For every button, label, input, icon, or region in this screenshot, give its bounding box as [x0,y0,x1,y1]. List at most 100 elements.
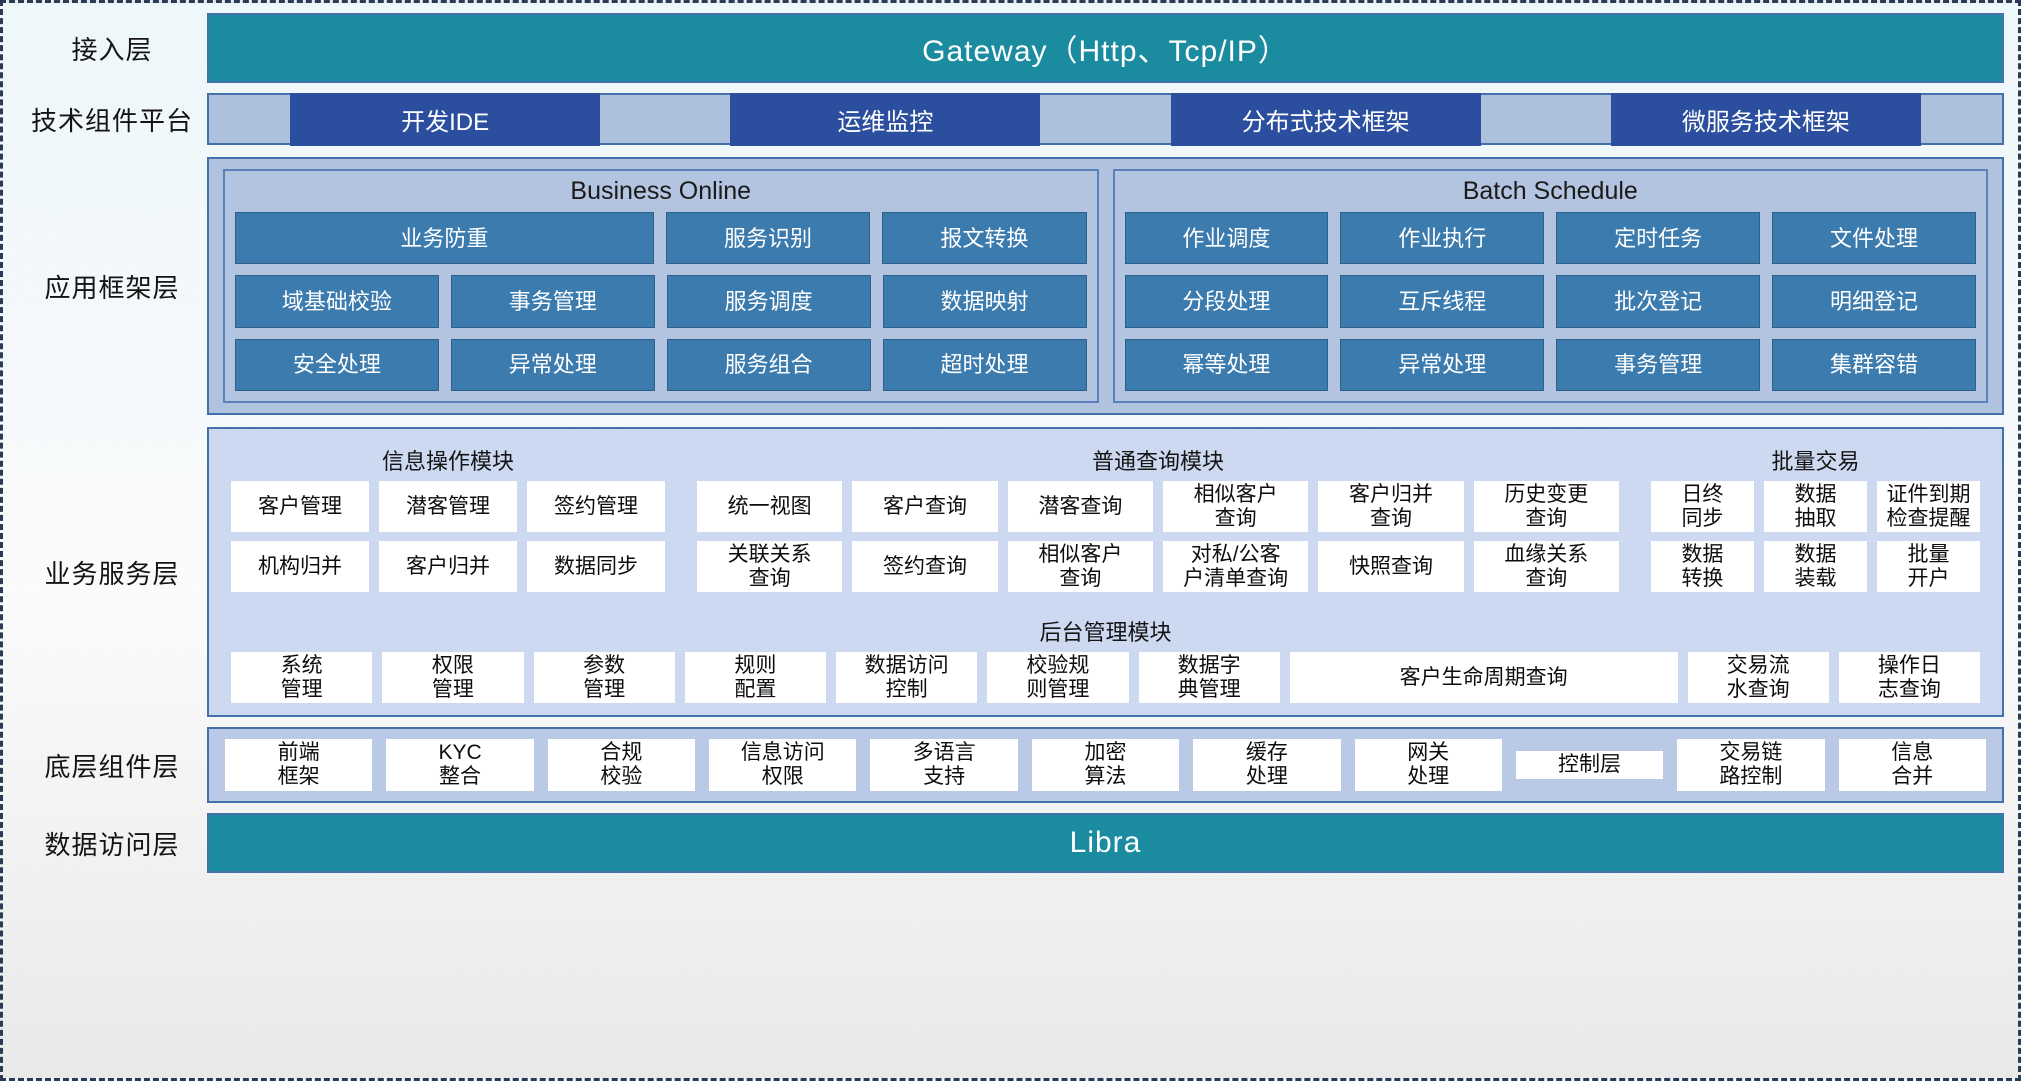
base-component-8[interactable]: 控制层 [1515,751,1664,779]
base-component-2[interactable]: 合规校验 [547,739,696,791]
biz-cell-query-0-1[interactable]: 客户查询 [852,481,998,533]
biz-cell-info-0-1[interactable]: 潜客管理 [379,481,517,533]
biz-cell-admin-4[interactable]: 数据访问控制 [836,652,978,704]
biz-cell-query-0-0[interactable]: 统一视图 [697,481,843,533]
biz-cell-batch-0-2[interactable]: 证件到期检查提醒 [1876,481,1980,533]
base-component-6[interactable]: 缓存处理 [1193,739,1341,791]
app-cell-1-1-0[interactable]: 分段处理 [1124,275,1329,328]
biz-cell-query-0-4[interactable]: 客户归并查询 [1318,481,1464,533]
biz-cell-admin-9[interactable]: 操作日志查询 [1838,652,1981,704]
app-cell-1-1-1[interactable]: 互斥线程 [1340,275,1545,328]
biz-cell-batch-1-1[interactable]: 数据装载 [1763,541,1867,593]
biz-cell-query-0-3[interactable]: 相似客户查询 [1163,481,1309,533]
libra-bar: Libra [207,813,2004,873]
biz-line-query-1: 关联关系查询签约查询相似客户查询对私/公客户清单查询快照查询血缘关系查询 [697,541,1619,593]
biz-cell-query-1-4[interactable]: 快照查询 [1318,541,1464,593]
biz-cell-batch-1-2[interactable]: 批量开户 [1876,541,1980,593]
app-cell-1-0-1[interactable]: 作业执行 [1340,212,1545,265]
biz-cell-info-1-2[interactable]: 数据同步 [527,541,665,593]
app-row-0-0: 业务防重服务识别报文转换 [235,212,1087,265]
base-component-5[interactable]: 加密算法 [1031,739,1180,791]
tech-platform-strip: 开发IDE 运维监控 分布式技术框架 微服务技术框架 [207,92,2004,146]
biz-cell-info-1-0[interactable]: 机构归并 [231,541,369,593]
app-group-title-0: Business Online [570,177,752,205]
app-cell-0-0-0[interactable]: 业务防重 [235,212,654,265]
biz-cell-info-0-0[interactable]: 客户管理 [231,481,369,533]
biz-group-batch: 批量交易日终同步数据抽取证件到期检查提醒数据转换数据装载批量开户 [1640,439,1990,601]
layer-row-access: 接入层 Gateway（Http、Tcp/IP） [17,13,2004,83]
app-cell-0-2-1[interactable]: 异常处理 [450,338,655,391]
biz-group-title-query: 普通查询模块 [1091,449,1224,474]
biz-group-admin: 后台管理模块系统管理权限管理参数管理规则配置数据访问控制校验规则管理数据字典管理… [221,610,1990,712]
base-component-3[interactable]: 信息访问权限 [709,739,857,791]
app-cell-0-2-0[interactable]: 安全处理 [235,338,439,391]
tech-item-3[interactable]: 微服务技术框架 [1610,92,1921,146]
biz-cell-admin-3[interactable]: 规则配置 [684,652,826,704]
app-cell-1-1-3[interactable]: 明细登记 [1772,275,1976,328]
biz-line-admin: 系统管理权限管理参数管理规则配置数据访问控制校验规则管理数据字典管理客户生命周期… [231,652,1981,704]
base-component-9[interactable]: 交易链路控制 [1677,739,1825,791]
biz-cell-admin-1[interactable]: 权限管理 [382,652,524,704]
app-cell-0-0-1[interactable]: 服务识别 [665,212,871,265]
app-cell-0-1-1[interactable]: 事务管理 [450,275,655,328]
tech-item-2[interactable]: 分布式技术框架 [1170,92,1481,146]
business-service-panel: 信息操作模块客户管理潜客管理签约管理机构归并客户归并数据同步普通查询模块统一视图… [207,427,2004,717]
app-cell-0-2-3[interactable]: 超时处理 [882,338,1087,391]
biz-line-batch-0: 日终同步数据抽取证件到期检查提醒 [1650,481,1980,533]
base-component-10[interactable]: 信息合并 [1838,739,1986,791]
tech-item-0[interactable]: 开发IDE [290,92,601,146]
app-cell-1-2-1[interactable]: 异常处理 [1340,338,1545,391]
biz-cell-query-0-2[interactable]: 潜客查询 [1007,481,1153,533]
tech-item-1[interactable]: 运维监控 [730,92,1041,146]
layer-label-business-service: 业务服务层 [44,558,180,589]
gateway-bar: Gateway（Http、Tcp/IP） [207,13,2004,83]
app-cell-1-2-3[interactable]: 集群容错 [1772,338,1976,391]
app-row-1-1: 分段处理互斥线程批次登记明细登记 [1124,275,1976,328]
biz-grid-info: 客户管理潜客管理签约管理机构归并客户归并数据同步 [231,481,665,593]
biz-group-query: 普通查询模块统一视图客户查询潜客查询相似客户查询客户归并查询历史变更查询关联关系… [687,439,1629,601]
app-cell-1-0-0[interactable]: 作业调度 [1124,212,1329,265]
biz-cell-query-0-5[interactable]: 历史变更查询 [1473,481,1619,533]
layer-row-business-service: 业务服务层 信息操作模块客户管理潜客管理签约管理机构归并客户归并数据同步普通查询… [17,427,2004,717]
app-cell-0-1-3[interactable]: 数据映射 [882,275,1087,328]
base-component-0[interactable]: 前端框架 [225,739,373,791]
biz-cell-query-1-2[interactable]: 相似客户查询 [1007,541,1153,593]
base-component-7[interactable]: 网关处理 [1354,739,1502,791]
biz-cell-admin-8[interactable]: 交易流水查询 [1687,652,1829,704]
app-cell-1-0-2[interactable]: 定时任务 [1556,212,1761,265]
biz-cell-query-1-5[interactable]: 血缘关系查询 [1473,541,1619,593]
app-cell-1-0-3[interactable]: 文件处理 [1772,212,1976,265]
biz-group-info: 信息操作模块客户管理潜客管理签约管理机构归并客户归并数据同步 [221,439,676,601]
layer-label-base-component: 底层组件层 [44,751,180,782]
app-cell-1-1-2[interactable]: 批次登记 [1556,275,1761,328]
app-cell-1-2-0[interactable]: 幂等处理 [1124,338,1329,391]
app-cell-0-0-2[interactable]: 报文转换 [882,212,1087,265]
biz-cell-info-0-2[interactable]: 签约管理 [527,481,665,533]
biz-cell-info-1-1[interactable]: 客户归并 [379,541,517,593]
base-component-4[interactable]: 多语言支持 [870,739,1018,791]
app-cell-0-2-2[interactable]: 服务组合 [666,338,871,391]
app-cell-0-1-2[interactable]: 服务调度 [666,275,871,328]
biz-cell-batch-0-0[interactable]: 日终同步 [1650,481,1754,533]
app-cell-0-1-0[interactable]: 域基础校验 [235,275,439,328]
biz-cell-admin-6[interactable]: 数据字典管理 [1138,652,1280,704]
biz-cell-batch-1-0[interactable]: 数据转换 [1650,541,1754,593]
layer-label-access: 接入层 [71,34,153,65]
biz-grid-batch: 日终同步数据抽取证件到期检查提醒数据转换数据装载批量开户 [1650,481,1980,593]
app-cell-1-2-2[interactable]: 事务管理 [1556,338,1761,391]
layer-label-app-framework: 应用框架层 [44,272,180,303]
biz-cell-query-1-0[interactable]: 关联关系查询 [697,541,843,593]
biz-cell-admin-5[interactable]: 校验规则管理 [987,652,1129,704]
biz-cell-batch-0-1[interactable]: 数据抽取 [1763,481,1867,533]
biz-line-batch-1: 数据转换数据装载批量开户 [1650,541,1980,593]
biz-cell-admin-7[interactable]: 客户生命周期查询 [1289,652,1678,704]
biz-cell-admin-2[interactable]: 参数管理 [533,652,675,704]
biz-cell-admin-0[interactable]: 系统管理 [231,652,373,704]
biz-cell-query-1-1[interactable]: 签约查询 [852,541,998,593]
biz-grid-query: 统一视图客户查询潜客查询相似客户查询客户归并查询历史变更查询关联关系查询签约查询… [697,481,1619,593]
biz-cell-query-1-3[interactable]: 对私/公客户清单查询 [1163,541,1309,593]
